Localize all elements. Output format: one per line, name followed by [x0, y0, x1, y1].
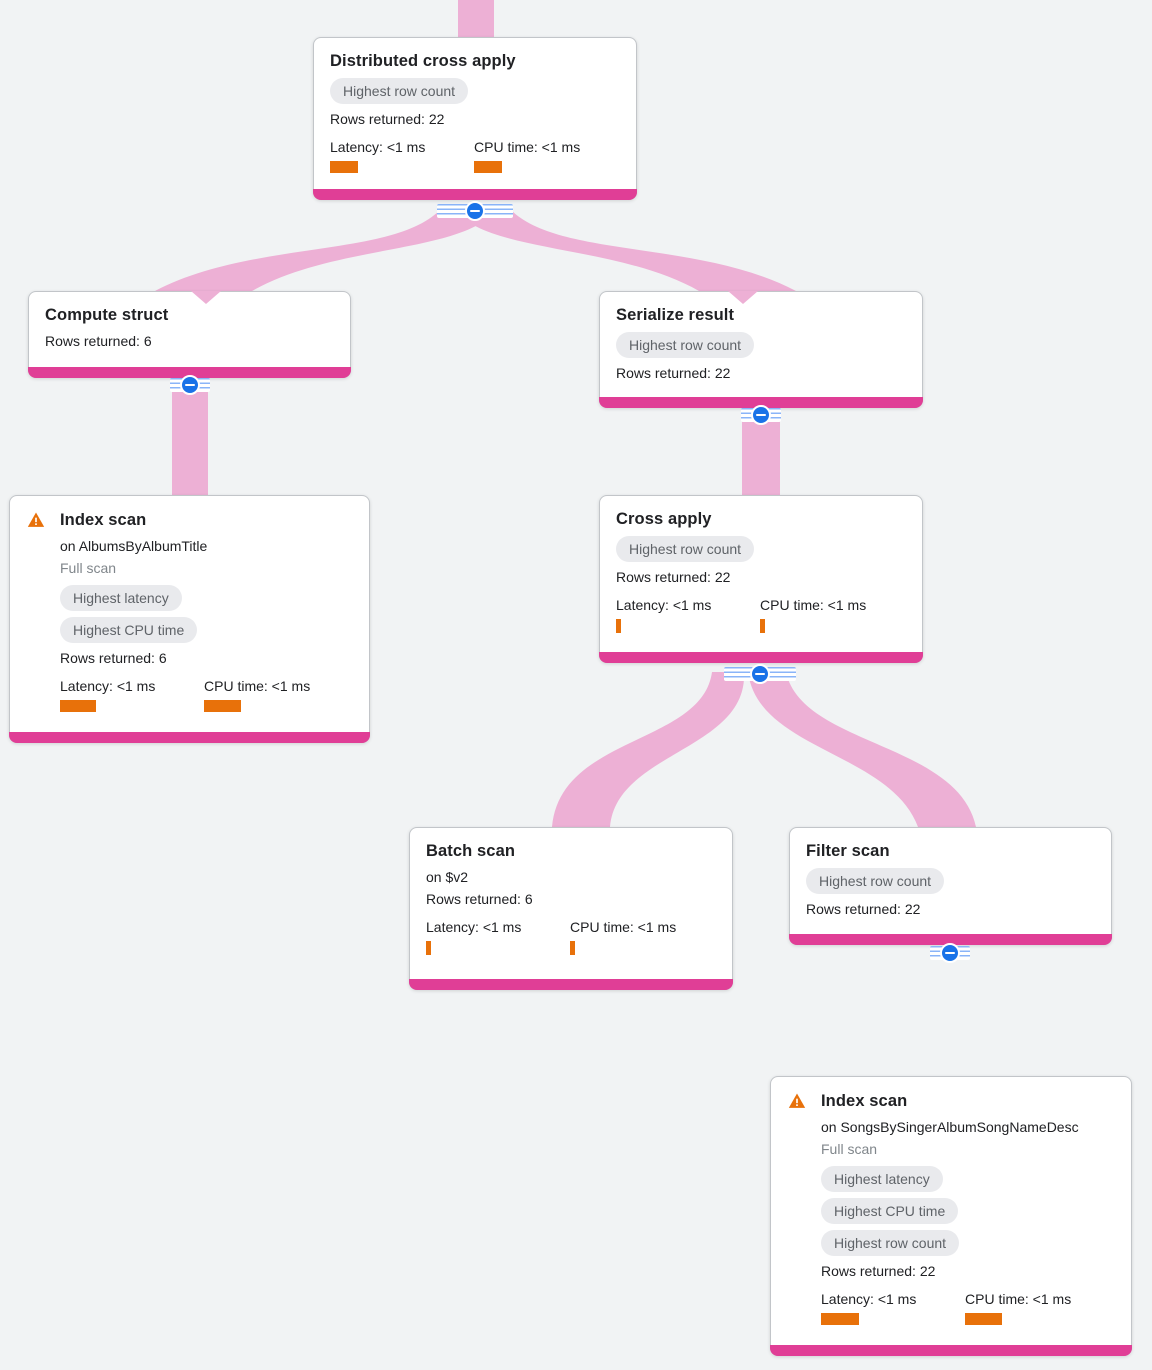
- link-arrow-tip: [191, 291, 221, 304]
- rows-returned: Rows returned: 22: [821, 1263, 936, 1279]
- collapse-minus-icon: [751, 405, 771, 425]
- latency-metric: Latency: <1 ms: [330, 138, 474, 173]
- badge-highest-row-count: Highest row count: [806, 868, 945, 894]
- cpu-time-bar: [760, 619, 765, 633]
- scan-target: on AlbumsByAlbumTitle: [60, 538, 208, 554]
- node-title: Cross apply: [616, 510, 712, 528]
- collapse-button-distributed-cross-apply[interactable]: [437, 200, 513, 222]
- latency-metric: Latency: <1 ms: [821, 1290, 965, 1325]
- link-compute-struct-to-index-scan: [172, 378, 208, 496]
- collapse-button-cross-apply[interactable]: [724, 663, 796, 685]
- latency-bar: [426, 941, 431, 955]
- latency-bar: [821, 1313, 859, 1325]
- collapse-minus-icon: [465, 201, 485, 221]
- link-dca-to-compute-struct: [155, 210, 497, 291]
- cpu-time-bar: [204, 700, 241, 712]
- cpu-time-bar: [965, 1313, 1002, 1325]
- scan-type: Full scan: [821, 1141, 878, 1157]
- badge-highest-row-count: Highest row count: [330, 78, 469, 104]
- collapse-minus-icon: [180, 375, 200, 395]
- cpu-time-label: CPU time: <1 ms: [965, 1291, 1072, 1307]
- cpu-time-metric: CPU time: <1 ms: [474, 138, 620, 173]
- scan-type: Full scan: [60, 560, 117, 576]
- badge-highest-row-count: Highest row count: [821, 1230, 960, 1256]
- node-title: Batch scan: [426, 842, 516, 860]
- rows-returned: Rows returned: 22: [616, 365, 731, 381]
- warning-icon: [26, 510, 46, 530]
- plan-node-index-scan-albums[interactable]: Index scan on AlbumsByAlbumTitle Full sc…: [9, 495, 370, 743]
- plan-node-compute-struct[interactable]: Compute struct Rows returned: 6: [28, 291, 351, 378]
- collapse-minus-icon: [940, 943, 960, 963]
- plan-node-index-scan-songs[interactable]: Index scan on SongsBySingerAlbumSongName…: [770, 1076, 1132, 1356]
- cpu-time-label: CPU time: <1 ms: [570, 919, 677, 935]
- plan-node-distributed-cross-apply[interactable]: Distributed cross apply Highest row coun…: [313, 37, 637, 200]
- plan-node-cross-apply[interactable]: Cross apply Highest row count Rows retur…: [599, 495, 923, 663]
- cpu-time-label: CPU time: <1 ms: [204, 678, 311, 694]
- warning-icon: [787, 1091, 807, 1111]
- collapse-button-filter-scan[interactable]: [930, 942, 970, 964]
- badge-highest-latency: Highest latency: [821, 1166, 943, 1192]
- plan-node-filter-scan[interactable]: Filter scan Highest row count Rows retur…: [789, 827, 1112, 945]
- latency-label: Latency: <1 ms: [60, 678, 156, 694]
- badge-highest-cpu-time: Highest CPU time: [821, 1198, 959, 1224]
- link-from-parent-top: [458, 0, 494, 38]
- node-title: Index scan: [821, 1091, 908, 1110]
- cpu-time-bar: [570, 941, 575, 955]
- cpu-time-metric: CPU time: <1 ms: [965, 1290, 1115, 1325]
- cpu-time-metric: CPU time: <1 ms: [570, 918, 716, 955]
- rows-returned: Rows returned: 22: [330, 111, 445, 127]
- collapse-button-compute-struct[interactable]: [170, 374, 210, 396]
- node-title: Distributed cross apply: [330, 52, 516, 70]
- rows-returned: Rows returned: 22: [806, 901, 921, 917]
- latency-bar: [330, 161, 358, 173]
- scan-target: on $v2: [426, 869, 469, 885]
- plan-node-batch-scan[interactable]: Batch scan on $v2 Rows returned: 6 Laten…: [409, 827, 733, 990]
- badge-highest-row-count: Highest row count: [616, 332, 755, 358]
- collapse-button-serialize-result[interactable]: [741, 404, 781, 426]
- latency-metric: Latency: <1 ms: [616, 596, 760, 633]
- latency-label: Latency: <1 ms: [426, 919, 522, 935]
- cpu-time-metric: CPU time: <1 ms: [204, 677, 353, 712]
- rows-returned: Rows returned: 6: [426, 891, 533, 907]
- cpu-time-label: CPU time: <1 ms: [474, 139, 581, 155]
- rows-returned: Rows returned: 22: [616, 569, 731, 585]
- badge-highest-cpu-time: Highest CPU time: [60, 617, 198, 643]
- cpu-time-bar: [474, 161, 502, 173]
- cpu-time-label: CPU time: <1 ms: [760, 597, 867, 613]
- plan-node-serialize-result[interactable]: Serialize result Highest row count Rows …: [599, 291, 923, 408]
- latency-label: Latency: <1 ms: [330, 139, 426, 155]
- collapse-minus-icon: [750, 664, 770, 684]
- link-cross-apply-to-filter-scan: [748, 672, 976, 827]
- link-serialize-to-cross-apply: [742, 408, 780, 496]
- link-dca-to-serialize-result: [454, 210, 796, 291]
- rows-returned: Rows returned: 6: [45, 333, 152, 349]
- rows-returned: Rows returned: 6: [60, 650, 167, 666]
- cpu-time-metric: CPU time: <1 ms: [760, 596, 906, 633]
- badge-highest-latency: Highest latency: [60, 585, 182, 611]
- node-title: Index scan: [60, 510, 147, 529]
- latency-metric: Latency: <1 ms: [60, 677, 204, 712]
- scan-target: on SongsBySingerAlbumSongNameDesc: [821, 1119, 1079, 1135]
- latency-label: Latency: <1 ms: [616, 597, 712, 613]
- node-title: Filter scan: [806, 842, 890, 860]
- link-arrow-tip: [728, 291, 758, 304]
- latency-bar: [616, 619, 621, 633]
- badge-highest-row-count: Highest row count: [616, 536, 755, 562]
- latency-label: Latency: <1 ms: [821, 1291, 917, 1307]
- node-title: Serialize result: [616, 306, 735, 324]
- node-title: Compute struct: [45, 306, 169, 324]
- latency-metric: Latency: <1 ms: [426, 918, 570, 955]
- link-cross-apply-to-batch-scan: [552, 672, 745, 827]
- latency-bar: [60, 700, 96, 712]
